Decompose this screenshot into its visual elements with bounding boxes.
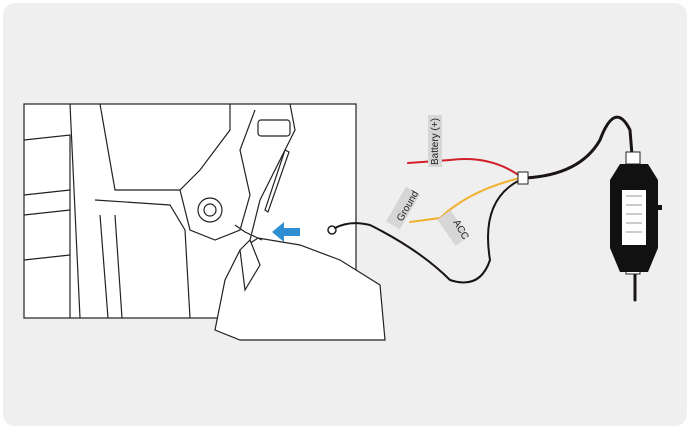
- hand-illustration: [214, 224, 386, 341]
- ground-tag: Ground: [386, 186, 421, 230]
- ground-wire: [327, 115, 637, 302]
- wire-connector: [517, 171, 529, 185]
- battery-label: Battery (+): [430, 118, 441, 165]
- arrow-icon: [272, 222, 300, 242]
- hardwire-converter-box: [610, 151, 662, 275]
- battery-tag: Battery (+): [428, 115, 442, 167]
